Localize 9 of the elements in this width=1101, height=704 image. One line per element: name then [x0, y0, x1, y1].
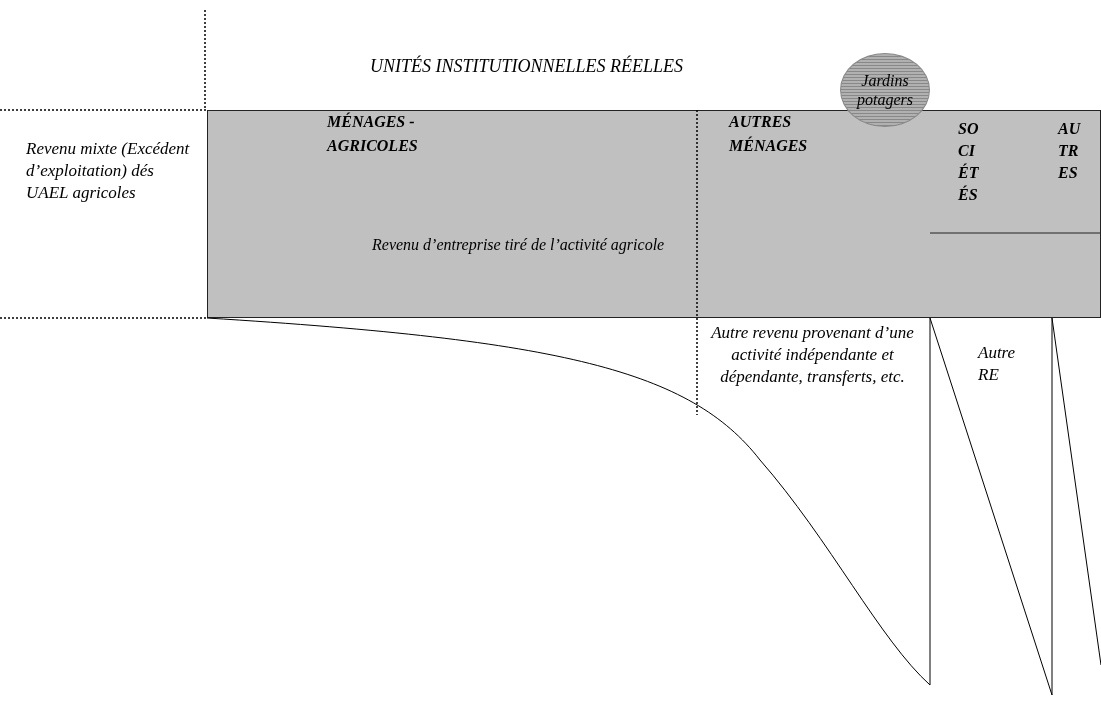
table-cell: Revenu d’entreprise tiré de l’activité agricole: [207, 233, 930, 318]
table-cell: AU TR ES: [1052, 110, 1101, 233]
annotation-text: Autre RE: [978, 342, 1017, 386]
annotation-text: Autre revenu provenant d’une activité indépendante et dépendante, transferts, etc.: [709, 322, 915, 388]
table-cell: MÉNAGES - AGRICOLES: [207, 110, 697, 233]
heading-text: UNITÉS INSTITUTIONNELLES RÉELLES: [370, 55, 685, 78]
hatched-ellipse: Jardins potagers: [840, 53, 930, 127]
side-label: Revenu mixte (Excédent d’exploitation) dés UAEL agricoles: [26, 138, 191, 204]
table-cell: SO CI ÉT ÉS: [930, 110, 1052, 233]
